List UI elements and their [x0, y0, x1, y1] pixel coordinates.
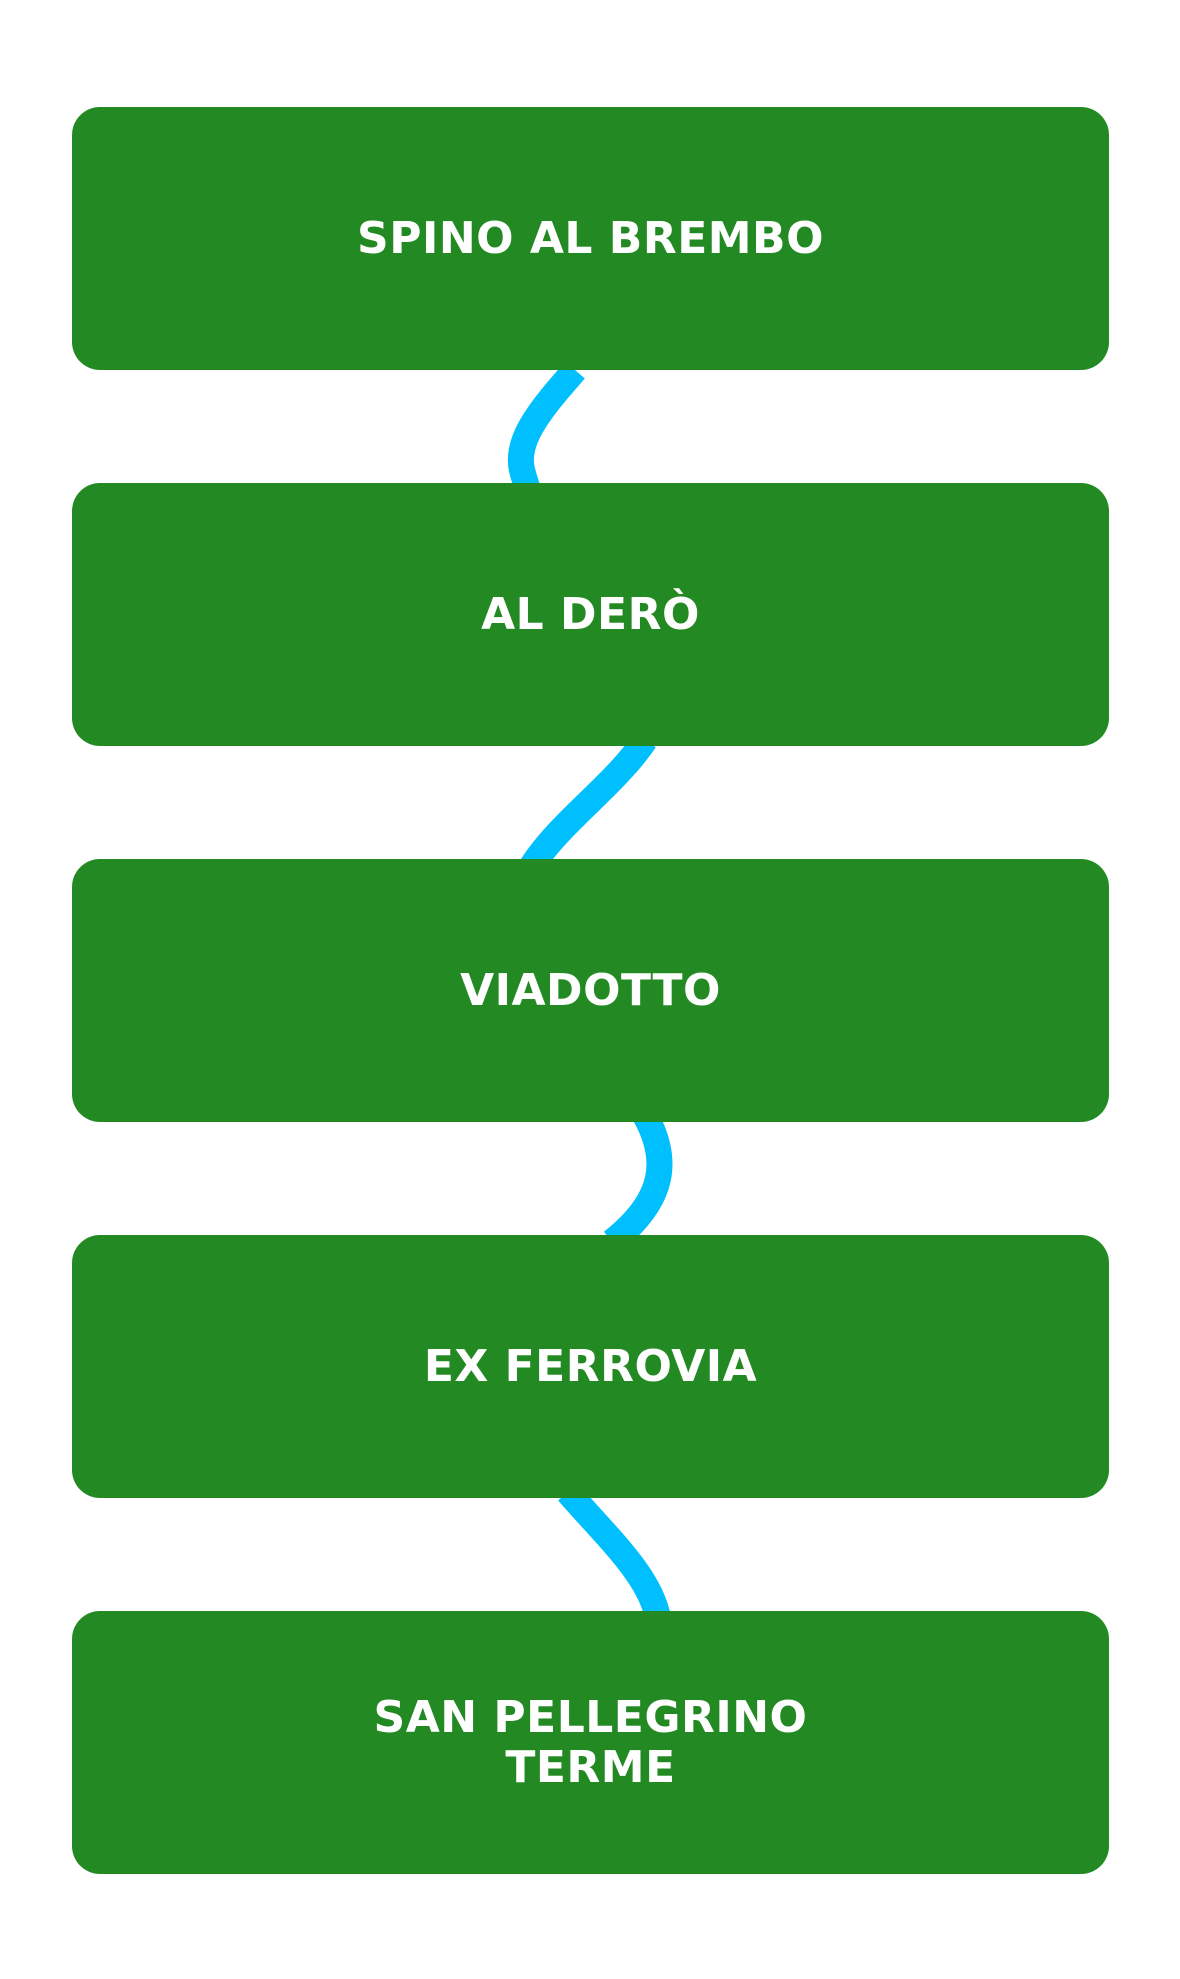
stage-box-san-pellegrino-terme: SAN PELLEGRINO TERME: [72, 1611, 1109, 1874]
stage-label: AL DERÒ: [481, 588, 700, 640]
river-segment-4-5: [558, 1483, 671, 1622]
stage-box-al-dero: AL DERÒ: [72, 483, 1109, 746]
river-segment-2-3: [521, 732, 656, 874]
river-segment-3-4: [603, 1108, 673, 1253]
stage-label: SAN PELLEGRINO TERME: [373, 1691, 808, 1793]
stage-box-viadotto: VIADOTTO: [72, 859, 1109, 1122]
stage-label: SPINO AL BREMBO: [357, 212, 824, 264]
river-segment-1-2: [507, 361, 585, 495]
stage-label: EX FERROVIA: [423, 1340, 758, 1392]
stage-label: VIADOTTO: [460, 964, 721, 1016]
stage-box-spino-al-brembo: SPINO AL BREMBO: [72, 107, 1109, 370]
stage-box-ex-ferrovia: EX FERROVIA: [72, 1235, 1109, 1498]
